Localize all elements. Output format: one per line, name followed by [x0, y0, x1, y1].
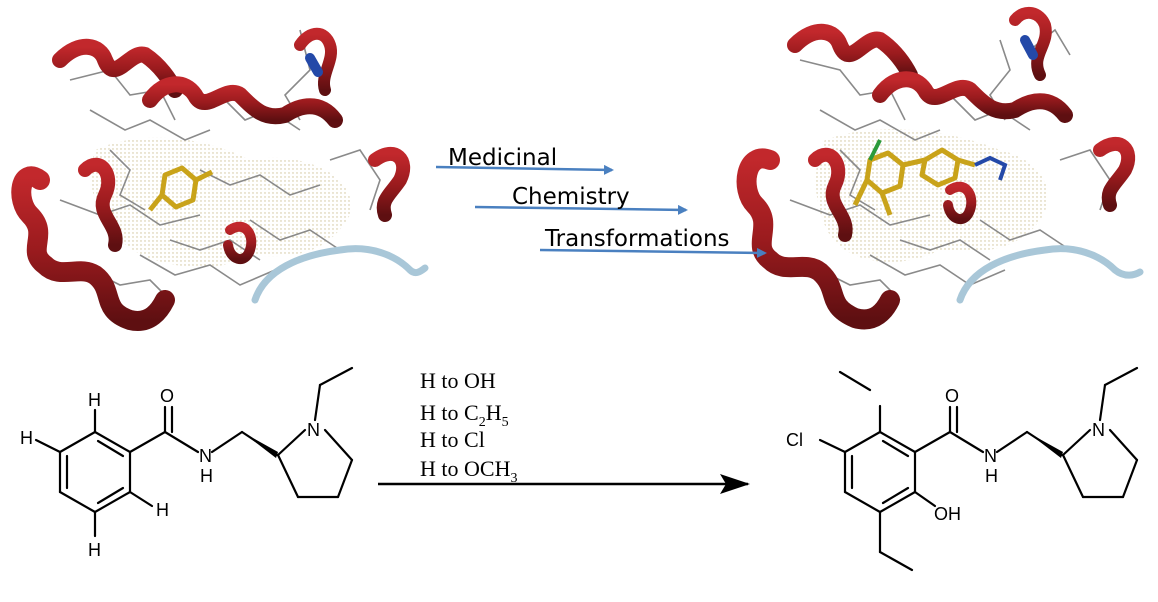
- protein-structure-right: [736, 6, 1144, 330]
- arrow-label-1: Medicinal: [448, 145, 557, 171]
- reaction-conditions: H to OH H to C2H5 H to Cl H to OCH3: [420, 368, 517, 486]
- left-atom-o: O: [160, 386, 174, 406]
- transformation-arrows: Medicinal Chemistry Transformations: [435, 145, 767, 258]
- protein-structure-left: [11, 27, 429, 331]
- right-atom-cl: Cl: [786, 430, 803, 450]
- left-atom-nh-n: N: [199, 446, 212, 466]
- binding-surface-right: [815, 129, 1048, 262]
- helix-ribbons-right: [736, 6, 1136, 330]
- left-atom-n-ring: N: [307, 420, 320, 440]
- condition-1: H to OH: [420, 368, 496, 393]
- molecule-right: [818, 366, 1139, 572]
- right-atom-n-ring: N: [1092, 420, 1105, 440]
- blue-arrow-1: [435, 164, 614, 175]
- arrow-label-2: Chemistry: [512, 184, 630, 210]
- coil-strand-left: [251, 245, 429, 304]
- left-atom-h-bottom: H: [88, 540, 101, 560]
- helix-ribbons-left: [11, 27, 411, 331]
- blue-arrow-2: [474, 204, 688, 215]
- blue-arrow-3: [539, 247, 767, 258]
- right-atom-o: O: [945, 386, 959, 406]
- condition-2: H to C2H5: [420, 400, 509, 430]
- ligand-left: [148, 165, 214, 212]
- left-atom-nh-h: H: [200, 466, 213, 486]
- ligand-right: [852, 147, 976, 216]
- molecule-left: [34, 366, 354, 538]
- left-atom-h-top: H: [88, 390, 101, 410]
- right-atom-oh: OH: [934, 504, 961, 524]
- left-atom-h-right: H: [156, 500, 169, 520]
- right-atom-nh-h: H: [985, 466, 998, 486]
- arrow-label-3: Transformations: [544, 226, 730, 252]
- binding-surface-left: [91, 137, 352, 267]
- right-atom-nh-n: N: [984, 446, 997, 466]
- left-atom-h-left: H: [20, 428, 33, 448]
- condition-4: H to OCH3: [420, 456, 517, 486]
- coil-strand-right: [956, 245, 1144, 304]
- condition-3: H to Cl: [420, 427, 485, 452]
